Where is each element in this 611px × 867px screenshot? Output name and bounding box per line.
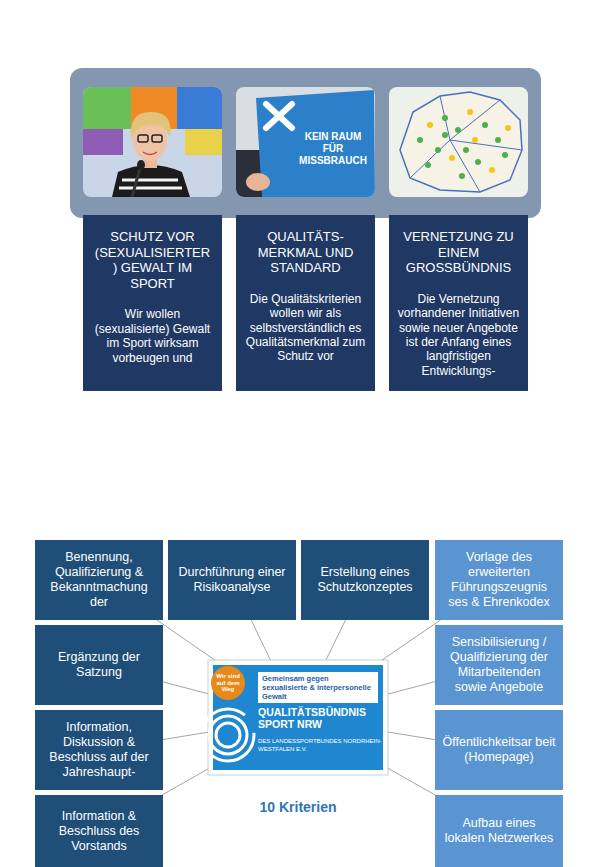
criterion-text: Öffentlichkeitsar beit (Homepage)	[442, 735, 556, 765]
connector-line	[388, 768, 435, 795]
logo-text: Wir sind auf dem Weg	[211, 666, 245, 700]
criterion-box: Information, Diskussion & Beschluss auf …	[35, 710, 163, 790]
pillar-body: Die Qualitätskriterien wollen wir als se…	[244, 292, 367, 364]
map-photo-part-part	[417, 137, 423, 143]
criterion-text: Aufbau eines lokalen Netzwerkes	[442, 816, 556, 846]
map-photo-part	[400, 92, 522, 192]
sign-photo-part	[266, 104, 292, 128]
logo-text: QUALITÄTSBÜNDNIS SPORT NRW	[258, 707, 382, 730]
logo-graphic-part	[202, 709, 254, 761]
speaker-photo-part	[83, 87, 222, 197]
speaker-photo-part	[112, 165, 190, 197]
map-photo-part-part	[489, 167, 495, 173]
pillar-body: Wir wollen (sexualisierte) Gewalt im Spo…	[91, 307, 214, 365]
criterion-text: Sensibilisierung / Qualifizierung der Mi…	[442, 635, 556, 695]
sign-photo	[236, 87, 375, 197]
map-photo-part-part	[463, 147, 469, 153]
logo-box: Wir sind auf dem Weg Gemeinsam gegen sexu…	[208, 660, 388, 775]
criterion-text: Durchführung einer Risikoanalyse	[175, 565, 289, 595]
criterion-box: Benennung, Qualifizierung & Bekanntmachu…	[35, 540, 163, 620]
logo-graphic	[202, 660, 388, 775]
sign-photo-part	[236, 87, 375, 197]
speaker-photo-part	[83, 129, 123, 155]
criterion-box: Information & Beschluss des Vorstands	[35, 795, 163, 867]
logo-graphic-part	[208, 660, 388, 775]
sign-photo-part	[246, 173, 270, 191]
map-photo-part-part	[505, 125, 511, 131]
criterion-box: Sensibilisierung / Qualifizierung der Mi…	[435, 625, 563, 705]
connector-line	[162, 769, 208, 795]
connector-line	[163, 732, 208, 739]
connector-line	[163, 682, 208, 694]
speaker-photo-part	[131, 112, 171, 140]
map-photo-part	[417, 109, 511, 179]
map-photo-part-part	[502, 152, 508, 158]
logo-text: DES LANDESSPORTBUNDES NORDRHEIN-WESTFALE…	[258, 738, 382, 753]
map-photo-part-part	[442, 115, 448, 121]
sign-text: KEIN RAUM FÜR MISSBRAUCH	[296, 130, 370, 168]
logo-graphic-part	[216, 723, 240, 747]
connector-line	[157, 620, 215, 660]
criterion-box: Erstellung eines Schutzkonzeptes	[301, 540, 429, 620]
sign-photo-part	[256, 90, 375, 197]
map-photo-part-part	[442, 132, 448, 138]
criterion-box: Aufbau eines lokalen Netzwerkes	[435, 795, 563, 867]
connector-line	[388, 732, 435, 740]
photo-panel	[70, 68, 541, 218]
criterion-text: Information & Beschluss des Vorstands	[42, 809, 156, 854]
criterion-box: Vorlage des erweiterten Führungszeugnis …	[435, 540, 563, 620]
map-photo-part-part	[425, 162, 431, 168]
map-photo-part-part	[482, 122, 488, 128]
criterion-text: Information, Diskussion & Beschluss auf …	[42, 720, 156, 780]
pillar-box: VERNETZUNG ZU EINEM GROSSBÜNDNIS Die Vern…	[389, 215, 528, 391]
criterion-box: Durchführung einer Risikoanalyse	[168, 540, 296, 620]
center-caption: 10 Kriterien	[208, 799, 388, 815]
speaker-photo-part	[119, 180, 182, 188]
map-photo-part	[389, 87, 528, 197]
speaker-photo-part	[138, 135, 148, 142]
criterion-box: Öffentlichkeitsar beit (Homepage)	[435, 710, 563, 790]
pillar-box: SCHUTZ VOR (SEXUALISIERTER ) GEWALT IM S…	[83, 215, 222, 391]
pillar-heading: VERNETZUNG ZU EINEM GROSSBÜNDNIS	[397, 229, 520, 276]
connector-group	[157, 620, 441, 795]
connector-line	[388, 682, 435, 694]
pillar-box: QUALITÄTS- MERKMAL UND STANDARD Die Quali…	[236, 215, 375, 391]
criterion-text: Vorlage des erweiterten Führungszeugnis …	[442, 550, 556, 610]
map-photo-part-part	[435, 147, 441, 153]
criterion-text: Ergänzung der Satzung	[42, 650, 156, 680]
speaker-photo-part	[177, 87, 222, 129]
connector-line	[382, 620, 440, 660]
speaker-photo-part	[185, 129, 222, 155]
map-photo-part-part	[455, 127, 461, 133]
pillar-heading: QUALITÄTS- MERKMAL UND STANDARD	[244, 229, 367, 276]
logo-graphic-part	[209, 716, 247, 754]
speaker-photo-part	[132, 168, 140, 197]
map-photo-part-part	[475, 159, 481, 165]
map-photo-part-part	[467, 109, 473, 115]
speaker-photo	[83, 87, 222, 197]
map-photo-part-part	[449, 155, 455, 161]
criterion-text: Benennung, Qualifizierung & Bekanntmachu…	[42, 550, 156, 610]
map-photo-part-part	[472, 137, 478, 143]
map-photo-part-part	[459, 173, 465, 179]
connector-line	[251, 620, 270, 660]
map-photo-part-part	[495, 137, 501, 143]
speaker-photo-part	[152, 135, 162, 142]
speaker-photo-part	[137, 160, 145, 170]
map-photo-part	[410, 96, 522, 192]
criterion-text: Erstellung eines Schutzkonzeptes	[308, 565, 422, 595]
speaker-photo-part	[143, 152, 157, 155]
logo-text: Gemeinsam gegen sexualisierte & interper…	[258, 672, 378, 703]
pillar-body: Die Vernetzung vorhandener Initiativen s…	[397, 292, 520, 378]
criterion-box: Ergänzung der Satzung	[35, 625, 163, 705]
map-photo-part-part	[427, 122, 433, 128]
speaker-photo-part	[83, 87, 131, 129]
map-photo	[389, 87, 528, 197]
connector-line	[326, 620, 345, 660]
pillar-heading: SCHUTZ VOR (SEXUALISIERTER ) GEWALT IM S…	[91, 229, 214, 291]
